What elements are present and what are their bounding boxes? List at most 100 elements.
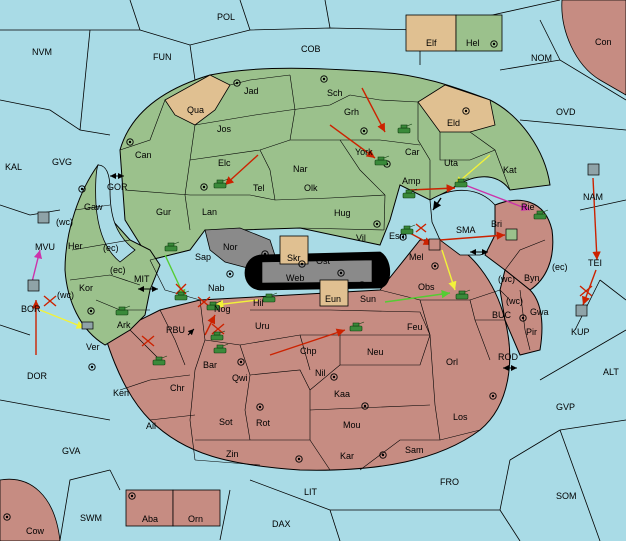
coast-tags: (wc) (ec) (ec) (wc) (wc) (ec) (wc) — [56, 217, 568, 306]
label-cob: COB — [301, 44, 321, 54]
label-gaw: Gaw — [84, 202, 103, 212]
label-mel: Mel — [409, 252, 424, 262]
label-nog: Nog — [214, 304, 231, 314]
order-arrows — [29, 87, 601, 356]
label-bri: Bri — [491, 219, 502, 229]
land-elf[interactable] — [405, 14, 457, 52]
land-web-inner[interactable] — [261, 259, 373, 284]
label-los: Los — [453, 412, 468, 422]
label-mit: MIT — [134, 274, 150, 284]
label-obs: Obs — [418, 282, 435, 292]
label-gwa: Gwa — [530, 307, 549, 317]
coast-tag: (wc) — [57, 290, 74, 300]
label-kar: Kar — [340, 451, 354, 461]
label-eld: Eld — [447, 118, 460, 128]
link-arrows — [110, 173, 517, 371]
province-borders — [69, 74, 511, 311]
label-rot: Rot — [256, 418, 271, 428]
coast-tag: (wc) — [506, 296, 523, 306]
land-qua[interactable] — [164, 74, 231, 126]
label-dax: DAX — [272, 519, 291, 529]
label-lit: LIT — [304, 487, 318, 497]
coast-tag: (wc) — [56, 217, 73, 227]
label-uru: Uru — [255, 321, 270, 331]
label-sma: SMA — [456, 225, 476, 235]
label-ken: Ken — [113, 388, 129, 398]
label-can: Can — [135, 150, 152, 160]
label-ark: Ark — [117, 320, 131, 330]
label-nam: NAM — [583, 192, 603, 202]
label-nab: Nab — [208, 283, 225, 293]
label-kaa: Kaa — [334, 389, 350, 399]
label-pol: POL — [217, 12, 235, 22]
land-eun[interactable] — [319, 279, 349, 307]
label-sun: Sun — [360, 294, 376, 304]
label-tei: TEI — [588, 258, 602, 268]
land-orn[interactable] — [172, 489, 221, 527]
label-pir: Pir — [526, 327, 537, 337]
label-byn: Byn — [524, 273, 540, 283]
label-jad: Jad — [244, 86, 259, 96]
coast-tag: (ec) — [103, 243, 119, 253]
label-rie: Rie — [521, 202, 535, 212]
label-bar: Bar — [203, 360, 217, 370]
land-byn-gwa[interactable] — [499, 269, 543, 356]
label-gur: Gur — [156, 207, 171, 217]
coast-tag: (wc) — [498, 274, 515, 284]
label-ovd: OVD — [556, 107, 576, 117]
label-gor: GOR — [107, 182, 128, 192]
label-cow: Cow — [26, 526, 45, 536]
label-swm: SWM — [80, 513, 102, 523]
label-elf: Elf — [426, 38, 437, 48]
label-bor: BOR — [21, 304, 41, 314]
label-york: York — [355, 147, 373, 157]
label-chr: Chr — [170, 383, 185, 393]
label-elc: Elc — [218, 158, 231, 168]
label-rbu: RBU — [166, 325, 185, 335]
label-ver: Ver — [86, 342, 100, 352]
continent-south[interactable] — [94, 239, 511, 471]
label-kat: Kat — [503, 165, 517, 175]
label-uta: Uta — [444, 158, 458, 168]
label-car: Car — [405, 147, 420, 157]
label-nvm: NVM — [32, 47, 52, 57]
label-jos: Jos — [217, 124, 232, 134]
label-amp: Amp — [402, 176, 421, 186]
label-hug: Hug — [334, 208, 351, 218]
label-sot: Sot — [219, 417, 233, 427]
label-aba: Aba — [142, 514, 158, 524]
label-alt: ALT — [603, 367, 619, 377]
land-labels: Jad Sch Qua Jos Grh Eld Can Car York Elc… — [68, 38, 549, 524]
label-mou: Mou — [343, 420, 361, 430]
label-gva: GVA — [62, 446, 80, 456]
label-olk: Olk — [304, 183, 318, 193]
label-vil: Vil — [356, 233, 366, 243]
label-mvu: MVU — [35, 242, 55, 252]
sea-gor[interactable] — [95, 164, 136, 263]
fleet-units — [27, 163, 600, 330]
label-her: Her — [68, 241, 83, 251]
label-qua: Qua — [187, 105, 204, 115]
label-sch: Sch — [327, 88, 343, 98]
label-nom: NOM — [531, 53, 552, 63]
army-units — [115, 123, 549, 366]
label-web: Web — [286, 273, 304, 283]
province-borders-south — [119, 239, 546, 471]
coast-tag: (ec) — [110, 265, 126, 275]
label-dor: DOR — [27, 371, 48, 381]
label-lan: Lan — [202, 207, 217, 217]
label-orl: Orl — [446, 357, 458, 367]
land-con[interactable] — [561, 0, 626, 96]
label-fun: FUN — [153, 52, 172, 62]
label-con: Con — [595, 37, 612, 47]
label-kup: KUP — [571, 327, 590, 337]
label-sap: Sap — [195, 252, 211, 262]
label-ail: Ail — [146, 421, 156, 431]
land-skr[interactable] — [279, 235, 309, 265]
label-hel: Hel — [466, 38, 480, 48]
label-gvp: GVP — [556, 402, 575, 412]
label-eun: Eun — [325, 294, 341, 304]
label-buc: BUC — [492, 310, 512, 320]
